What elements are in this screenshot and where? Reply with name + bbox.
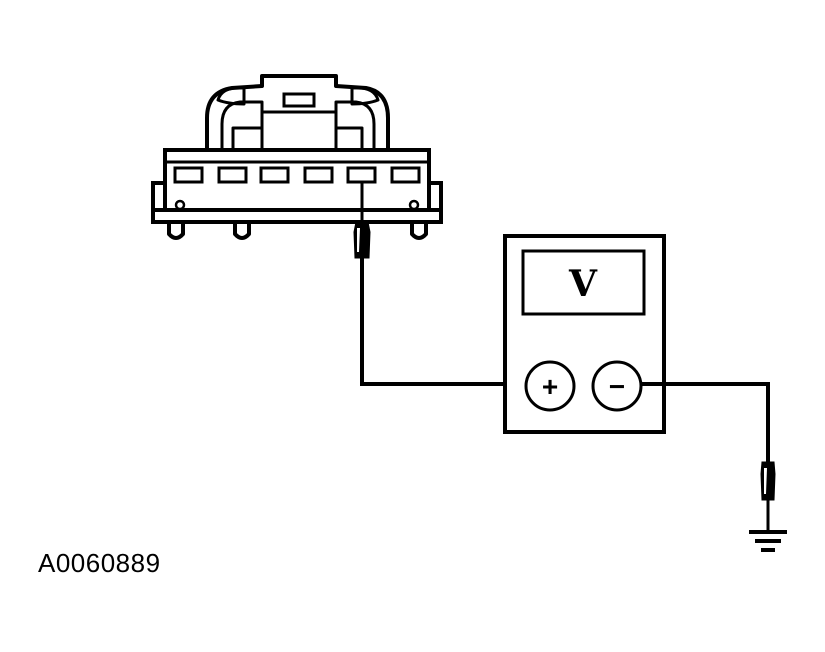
positive-lead-wire (360, 258, 526, 386)
meter-display-label: V (568, 263, 598, 305)
positive-terminal-label: + (542, 371, 558, 402)
figure-id: A0060889 (38, 548, 161, 578)
positive-terminal (524, 360, 576, 412)
negative-lead-wire (641, 382, 770, 462)
probe-icon (353, 182, 371, 259)
voltmeter: V + − (503, 234, 666, 434)
ground-icon (749, 461, 787, 552)
negative-terminal-label: − (609, 371, 625, 402)
connector-icon (151, 74, 443, 240)
